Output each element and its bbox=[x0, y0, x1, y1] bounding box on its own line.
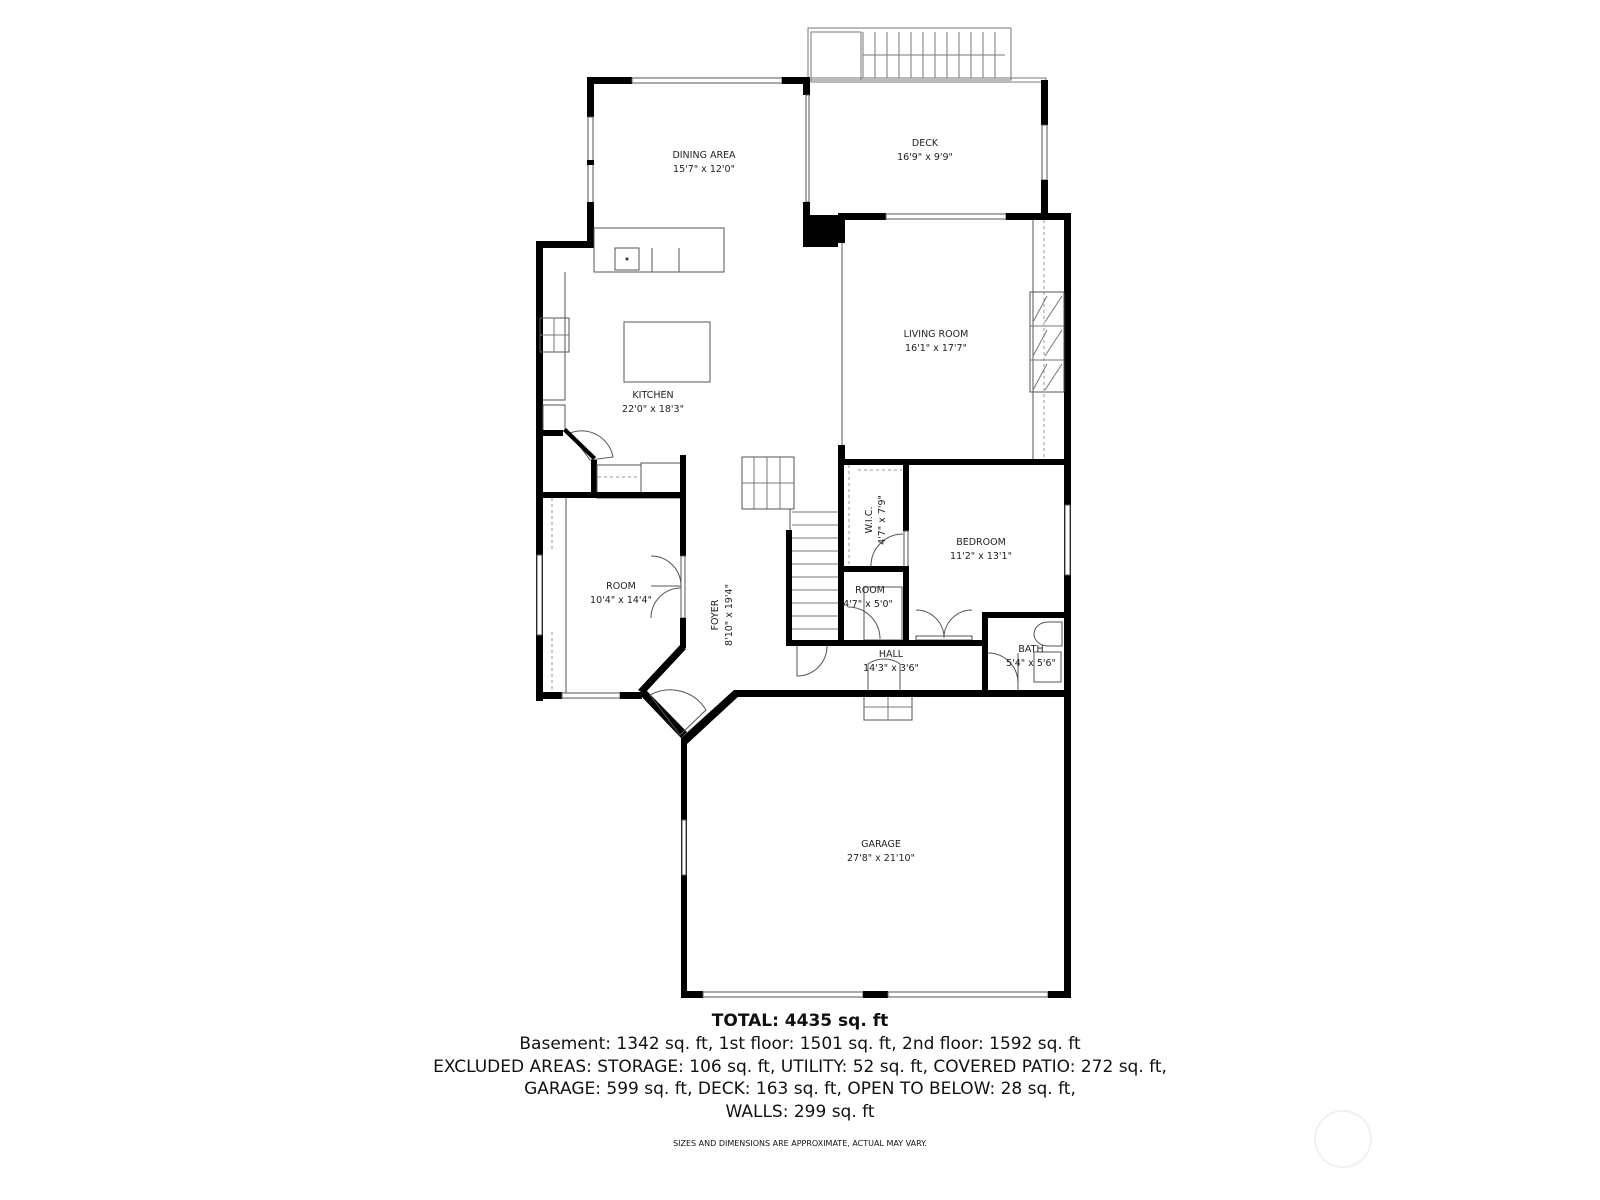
hall-dims: 14'3" x 3'6" bbox=[863, 663, 919, 674]
bedroom-label: BEDROOM bbox=[956, 537, 1006, 548]
excluded-areas-line-2: GARAGE: 599 sq. ft, DECK: 163 sq. ft, OP… bbox=[524, 1079, 1076, 1099]
entry-door bbox=[640, 689, 740, 744]
excluded-areas-line-1: EXCLUDED AREAS: STORAGE: 106 sq. ft, UTI… bbox=[433, 1057, 1167, 1077]
bath-label: BATH bbox=[1018, 644, 1043, 655]
living-room-dims: 16'1" x 17'7" bbox=[905, 343, 967, 354]
wic-label: W.I.C. bbox=[864, 507, 875, 534]
small-room-label: ROOM bbox=[855, 585, 885, 596]
foyer-stairs bbox=[741, 456, 838, 645]
office-room-walls bbox=[536, 498, 686, 699]
office-room-label: ROOM bbox=[606, 581, 636, 592]
small-room-dims: 4'7" x 5'0" bbox=[843, 599, 893, 610]
bath-dims: 5'4" x 5'6" bbox=[1006, 658, 1056, 669]
living-room-walls bbox=[838, 213, 1071, 698]
watermark-logo-icon bbox=[1314, 1110, 1372, 1168]
garage-dims: 27'8" x 21'10" bbox=[847, 853, 915, 864]
deck-stairs bbox=[807, 27, 1047, 83]
wic-dims: 4'7" x 7'9" bbox=[877, 495, 888, 545]
foyer-dims: 8'10" x 19'4" bbox=[724, 584, 735, 646]
deck-dims: 16'9" x 9'9" bbox=[897, 152, 953, 163]
hall-label: HALL bbox=[879, 649, 904, 660]
kitchen-label: KITCHEN bbox=[632, 390, 673, 401]
foyer-label: FOYER bbox=[710, 599, 721, 630]
kitchen-walls bbox=[536, 227, 725, 701]
deck-walls bbox=[838, 80, 1070, 220]
garage-label: GARAGE bbox=[861, 839, 901, 850]
floor-areas: Basement: 1342 sq. ft, 1st floor: 1501 s… bbox=[519, 1034, 1081, 1054]
bedroom-dims: 11'2" x 13'1" bbox=[950, 551, 1012, 562]
hall-walls bbox=[786, 640, 986, 721]
room-labels: DINING AREA 15'7" x 12'0" DECK 16'9" x 9… bbox=[590, 138, 1056, 864]
bedroom-walls bbox=[838, 459, 1071, 692]
excluded-areas-line-3: WALLS: 299 sq. ft bbox=[725, 1102, 875, 1122]
dining-area-dims: 15'7" x 12'0" bbox=[673, 164, 735, 175]
total-area: TOTAL: 4435 sq. ft bbox=[711, 1011, 889, 1031]
disclaimer: SIZES AND DIMENSIONS ARE APPROXIMATE, AC… bbox=[673, 1139, 927, 1148]
kitchen-dims: 22'0" x 18'3" bbox=[622, 404, 684, 415]
garage-walls bbox=[681, 690, 1071, 998]
office-room-dims: 10'4" x 14'4" bbox=[590, 595, 652, 606]
dining-area-label: DINING AREA bbox=[672, 150, 736, 161]
dining-area-walls bbox=[587, 77, 838, 248]
living-room-label: LIVING ROOM bbox=[904, 329, 969, 340]
deck-label: DECK bbox=[912, 138, 939, 149]
